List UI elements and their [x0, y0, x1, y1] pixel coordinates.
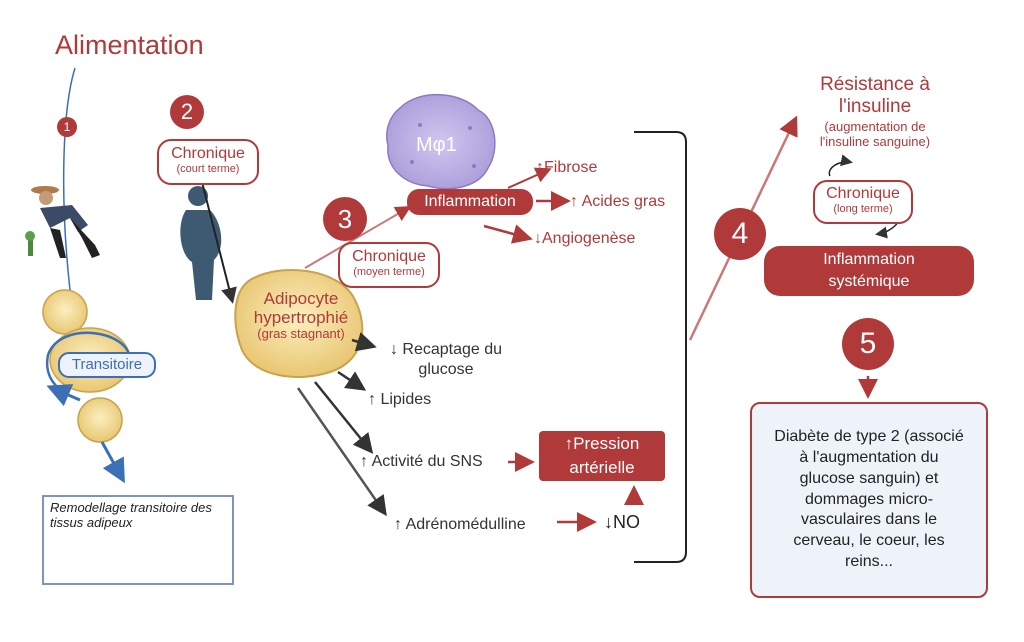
adipocyte-line1: Adipocyte [263, 289, 339, 308]
remodelage-box: Remodellage transitoire des tissus adipe… [42, 495, 234, 585]
effect-fibrose: ↑Fibrose [536, 159, 598, 176]
farmer-icon [25, 186, 100, 258]
chronique-court-label: Chronique [171, 145, 245, 162]
macrophage-icon [386, 94, 496, 190]
diabete-box: Diabète de type 2 (associé à l'augmentat… [750, 402, 988, 598]
resistance-title: Résistance à l'insuline [820, 74, 930, 117]
chronique-long-label: Chronique [826, 185, 900, 202]
inflammation-box: Inflammation [407, 189, 533, 215]
transitoire-label: Transitoire [58, 352, 156, 378]
pathway-line-1 [62, 67, 76, 291]
adipocyte-line3: (gras stagnant) [257, 326, 345, 342]
effect-recaptage-glucose: ↓ Recaptage du glucose [389, 341, 503, 378]
no-label: ↓NO [604, 512, 640, 532]
pression-arterielle-box: ↑Pression artérielle [539, 431, 665, 481]
page-title: Alimentation [55, 30, 204, 60]
effect-activite-sns: ↑ Activité du SNS [360, 453, 483, 470]
chronique-moyen-sub: (moyen terme) [353, 265, 425, 278]
adipocyte-line2: hypertrophié [253, 307, 349, 327]
resistance-sub: (augmentation de l'insuline sanguine) [819, 118, 931, 149]
adipocyte-cell [234, 269, 364, 378]
chronique-court-terme: Chronique (court terme) [157, 139, 259, 185]
grouping-bracket [634, 131, 687, 563]
diabete-text: Diabète de type 2 (associé à l'augmentat… [774, 428, 964, 570]
effect-angiogenese: ↓Angiogenèse [534, 230, 636, 247]
remodelage-text: Remodellage transitoire des tissus adipe… [50, 500, 212, 530]
chronique-moyen-terme: Chronique (moyen terme) [338, 242, 440, 288]
blue-arrow-down [100, 441, 125, 484]
resistance-insuline: Résistance à l'insuline (augmentation de… [800, 74, 950, 150]
chronique-long-terme: Chronique (long terme) [813, 180, 913, 224]
step-3-badge: 3 [323, 197, 367, 241]
effect-acides-gras: ↑ Acides gras [570, 193, 666, 210]
adipocyte-label: Adipocyte hypertrophié (gras stagnant) [240, 289, 362, 342]
chronique-moyen-label: Chronique [352, 248, 426, 265]
chronique-long-sub: (long terme) [833, 202, 893, 215]
effect-lipides: ↑ Lipides [368, 391, 432, 408]
person-silhouette-icon [180, 186, 222, 300]
step-2-badge: 2 [170, 95, 204, 129]
chronique-court-sub: (court terme) [176, 162, 240, 175]
step-4-badge: 4 [714, 208, 766, 260]
inflammation-systemique-box: Inflammation systémique [764, 246, 974, 296]
effect-adrenomedulline: ↑ Adrénomédulline [394, 516, 526, 533]
step-1-badge: 1 [57, 117, 77, 137]
macrophage1-label: Mφ1 [416, 134, 457, 156]
macrophage2-label: Mφ2 [152, 538, 179, 553]
step-5-badge: 5 [842, 318, 894, 370]
blue-arrow-up [46, 384, 81, 407]
